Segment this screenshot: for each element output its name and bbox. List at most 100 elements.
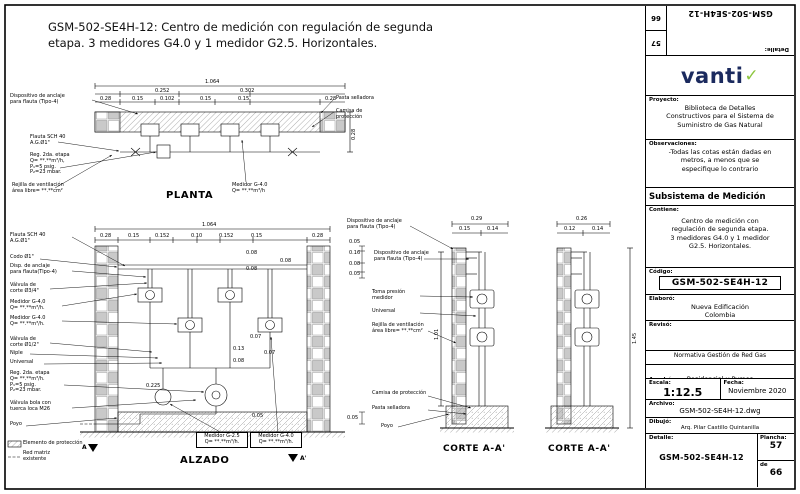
- dimension-label: 0.225: [146, 383, 161, 389]
- annotation-label: Flauta SCH 40 A.G.Ø1": [30, 134, 66, 146]
- annotation-label: Universal: [10, 359, 34, 365]
- annotation-label: Dispositivo de anclaje para flauta (Tipo…: [10, 93, 65, 105]
- annotation-label: Flauta SCH 40 A.G.Ø1": [10, 232, 46, 244]
- corte1-view-label: CORTE A-A': [443, 444, 506, 454]
- aprobo-value: Residencial y Pymes: [686, 375, 753, 379]
- fecha-cell: Fecha: Noviembre 2020: [721, 379, 795, 399]
- annotation-label: Reg. 2da. etapa Q= **.**m³/h. P₁=5 psig.…: [10, 370, 50, 394]
- subsistema-title: Subsistema de Medición: [649, 192, 766, 202]
- corte2-drawing: [545, 221, 633, 433]
- dimension-label: 0.05: [349, 271, 361, 277]
- contiene-text: Centro de medición con regulación de seg…: [670, 217, 770, 251]
- annotation-label: Universal: [372, 308, 396, 314]
- titleblock-proyecto: Proyecto: Biblioteca de Detalles Constru…: [646, 96, 794, 140]
- dimension-label: 0.152: [219, 233, 234, 239]
- annotation-label: Válvula de corte Ø3/4": [10, 282, 39, 294]
- sheet-title: GSM-502-SE4H-12: Centro de medición con …: [48, 20, 434, 50]
- detalle-value: GSM-502-SE4H-12: [659, 453, 744, 462]
- annotation-label: Rejilla de ventilación área libre= **.**…: [372, 322, 424, 334]
- titleblock-normativa: Normativa Gestión de Red Gas: [646, 351, 794, 365]
- proyecto-label: Proyecto:: [649, 97, 679, 103]
- detalle-label: Detalle:: [649, 435, 674, 441]
- corte-leader-lines: [397, 225, 477, 428]
- legend-label: Red matriz existente: [23, 450, 51, 462]
- dimension-label: 0.16: [349, 250, 361, 256]
- annotation-label: Camisa de protección: [336, 108, 363, 120]
- titleblock-escala-fecha: Escala: 1:12.5 Fecha: Noviembre 2020: [646, 379, 794, 400]
- annotation-label: Pasta selladora: [336, 95, 374, 101]
- vanti-check-icon: ✓: [744, 65, 760, 86]
- annotation-label: Disp. de anclaje para flauta(Tipo-4): [10, 263, 57, 275]
- dimension-label: 0.05: [349, 239, 361, 245]
- corte1-drawing: [438, 221, 514, 433]
- annotation-label: Niple: [10, 350, 23, 356]
- annotation-label: Codo Ø1": [10, 254, 34, 260]
- dibujo-label: Dibujó:: [649, 419, 672, 425]
- de-label: de: [760, 462, 768, 468]
- archivo-value: GSM-502-SE4H-12.dwg: [679, 407, 761, 415]
- dimension-label: 1.45: [632, 332, 638, 344]
- plancha-value: 57: [769, 441, 783, 451]
- section-mark-a: A: [82, 444, 87, 451]
- alzado-leader-lines: [25, 236, 279, 434]
- section-mark-a-prime: A': [300, 455, 307, 462]
- dimension-label: 0.08: [349, 261, 361, 267]
- titleblock-detalle: Detalle: GSM-502-SE4H-12 Plancha: 57 de …: [646, 434, 794, 487]
- annotation-label: Reg. 2da. etapa Q= **.**m³/h, P₁=5 psig.…: [30, 152, 70, 176]
- dimension-label: 0.15: [200, 96, 212, 102]
- escala-cell: Escala: 1:12.5: [646, 379, 721, 399]
- titleblock-aprobo: Aprobó: Residencial y Pymes: [646, 365, 794, 379]
- dimension-label: 0.15: [251, 233, 263, 239]
- dimension-label: 0.05: [347, 415, 359, 421]
- annotation-label: Rejilla de ventilación área libre= **.**…: [12, 182, 64, 194]
- meter-tag-label: Medidor G-2.5 Q= **.**m³/h.: [196, 432, 248, 448]
- dimension-label: 0.08: [246, 250, 258, 256]
- observaciones-label: Observaciones:: [649, 141, 697, 147]
- titleblock-archivo: Archivo: GSM-502-SE4H-12.dwg: [646, 400, 794, 418]
- annotation-label: Medidor G-4.0 Q= **.**m³/h.: [10, 315, 46, 327]
- alzado-drawing: [7, 226, 345, 462]
- dimension-label: 0.08: [233, 358, 245, 364]
- corte2-view-label: CORTE A-A': [548, 444, 611, 454]
- annotation-label: Camisa de protección: [372, 390, 427, 396]
- dimension-label: 0.07: [250, 334, 262, 340]
- planta-view-label: PLANTA: [166, 190, 214, 201]
- annotation-label: Poyo: [381, 423, 393, 429]
- plancha-cell: Plancha: 57: [758, 434, 794, 460]
- escala-value: 1:12.5: [663, 386, 703, 399]
- dimension-label: 0.14: [592, 226, 604, 232]
- annotation-label: Válvula de corte Ø1/2": [10, 336, 39, 348]
- fecha-label: Fecha:: [723, 380, 744, 386]
- dimension-label: 0.29: [471, 216, 483, 222]
- sheet-border: [4, 4, 796, 490]
- de-cell: de 66: [758, 460, 794, 487]
- corner-de-number: 66: [646, 6, 666, 31]
- annotation-label: Toma presión medidor: [372, 289, 406, 301]
- alzado-view-label: ALZADO: [180, 455, 230, 466]
- dimension-label: 0.28: [351, 128, 357, 140]
- corner-detalle-label: Detalle:: [764, 46, 789, 52]
- dimension-label: 0.10: [191, 233, 203, 239]
- corner-detail-block: Detalle: GSM-502-SE4H-12 57 66: [646, 6, 794, 55]
- planta-leader-lines: [54, 98, 335, 189]
- aprobo-label: Aprobó:: [649, 377, 674, 378]
- reviso-label: Revisó:: [649, 322, 672, 328]
- title-block: Detalle: GSM-502-SE4H-12 57 66 vanti✓ Pr…: [645, 6, 794, 488]
- proyecto-text: Biblioteca de Detalles Constructivos par…: [666, 104, 774, 129]
- dimension-label: 0.12: [564, 226, 576, 232]
- contiene-label: Contiene:: [649, 207, 679, 213]
- dimension-label: 0.15: [132, 96, 144, 102]
- dimension-label: 0.13: [233, 346, 245, 352]
- plancha-label: Plancha:: [760, 435, 787, 441]
- titleblock-corner-row: Detalle: GSM-502-SE4H-12 57 66: [646, 6, 794, 56]
- dimension-label: 0.15: [238, 96, 250, 102]
- codigo-value: GSM-502-SE4H-12: [659, 276, 781, 290]
- corte-dim-chains: [359, 245, 365, 425]
- archivo-label: Archivo:: [649, 401, 675, 407]
- vanti-logo-text: vanti: [680, 63, 744, 88]
- annotation-label: Poyo: [10, 421, 22, 427]
- dimension-label: 1.01: [434, 328, 440, 340]
- observaciones-text: -Todas las cotas están dadas en metros, …: [668, 148, 772, 173]
- fecha-value: Noviembre 2020: [728, 387, 787, 395]
- dimension-label: 0.28: [325, 96, 337, 102]
